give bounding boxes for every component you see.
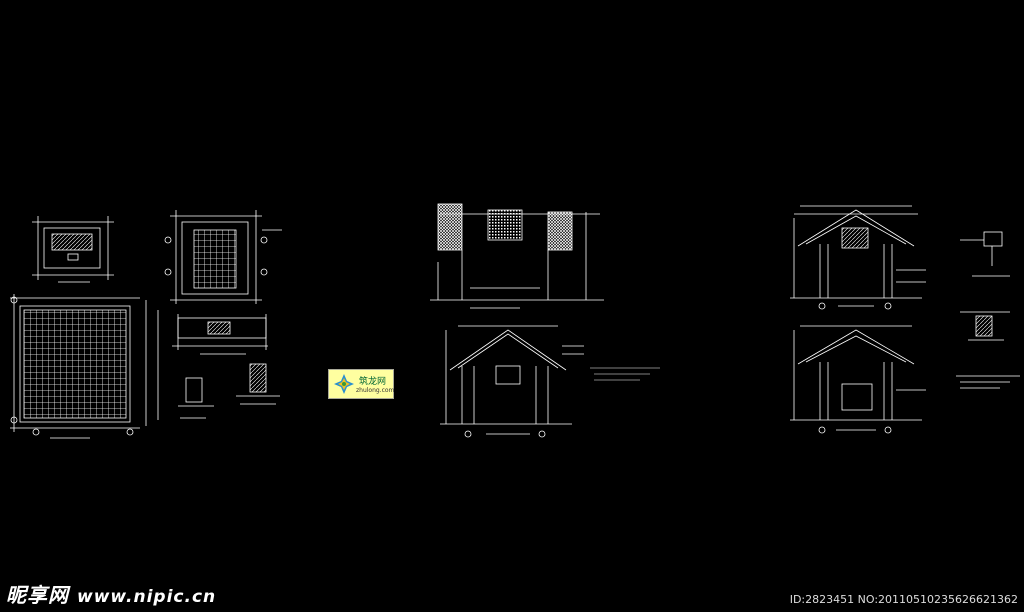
roof-plan (164, 210, 282, 304)
front-elevation (430, 203, 604, 309)
watermark-site-url: www.nipic.cn (77, 587, 217, 607)
column-base-details (178, 363, 280, 419)
pergola-grid-plan (10, 294, 159, 439)
notes-middle (590, 367, 660, 381)
joint-detail-upper (960, 231, 1010, 277)
image-id-label: ID:2823451 NO:20110510235626621362 (789, 593, 1018, 606)
side-elevation-lower (790, 325, 926, 434)
logo-url: zhulong.com (356, 387, 395, 394)
side-elevation-upper (790, 205, 926, 310)
site-watermark: 昵享网 www.nipic.cn (6, 579, 216, 608)
foundation-plan-small (32, 216, 114, 283)
section-gable (440, 325, 584, 438)
logo-star-icon (334, 374, 354, 394)
logo-name: 筑龙网 (359, 377, 387, 387)
beam-detail (172, 314, 268, 355)
watermark-site-name: 昵享网 (6, 583, 69, 607)
joint-detail-lower (956, 311, 1020, 389)
zhulong-logo: 筑龙网 zhulong.com (328, 369, 394, 399)
